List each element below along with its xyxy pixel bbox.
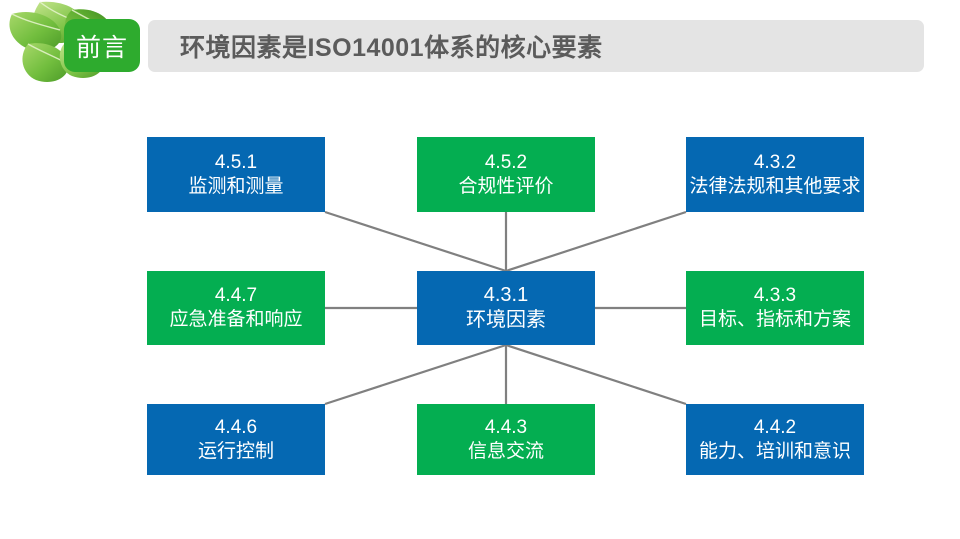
node-label: 目标、指标和方案: [698, 309, 851, 330]
connector-bottom-left: [324, 343, 507, 406]
node-center[interactable]: 4.3.1 环境因素: [417, 271, 595, 345]
node-number: 4.4.7: [214, 285, 258, 307]
node-number: 4.5.1: [214, 151, 258, 173]
node-middle-left[interactable]: 4.4.7 应急准备和响应: [147, 271, 325, 345]
connector-bottom-right: [505, 343, 687, 406]
node-number: 4.5.2: [484, 151, 528, 173]
node-middle-right[interactable]: 4.3.3 目标、指标和方案: [686, 271, 864, 345]
node-top-right[interactable]: 4.3.2 法律法规和其他要求: [686, 137, 864, 212]
node-bottom-center[interactable]: 4.4.3 信息交流: [417, 404, 595, 475]
node-label: 法律法规和其他要求: [689, 175, 861, 197]
connector-top-right: [505, 210, 687, 273]
node-label: 环境因素: [466, 309, 546, 331]
node-number: 4.3.3: [753, 285, 797, 307]
connector-top-left: [324, 210, 507, 273]
node-label: 合规性评价: [458, 175, 554, 197]
node-label: 应急准备和响应: [169, 309, 303, 330]
node-number: 4.4.2: [753, 416, 797, 438]
node-number: 4.4.3: [484, 416, 528, 438]
node-label: 监测和测量: [188, 175, 284, 197]
section-badge: 前言: [64, 19, 140, 72]
node-bottom-left[interactable]: 4.4.6 运行控制: [147, 404, 325, 475]
node-number: 4.3.1: [483, 283, 529, 306]
title-bar: 环境因素是ISO14001体系的核心要素: [148, 20, 924, 72]
node-number: 4.4.6: [214, 416, 258, 438]
node-bottom-right[interactable]: 4.4.2 能力、培训和意识: [686, 404, 864, 475]
node-number: 4.3.2: [753, 151, 797, 173]
node-label: 运行控制: [197, 440, 274, 462]
node-label: 信息交流: [467, 440, 544, 462]
node-top-center[interactable]: 4.5.2 合规性评价: [417, 137, 595, 212]
section-badge-label: 前言: [75, 33, 128, 62]
page-title: 环境因素是ISO14001体系的核心要素: [180, 34, 603, 62]
node-label: 能力、培训和意识: [698, 440, 851, 462]
node-top-left[interactable]: 4.5.1 监测和测量: [147, 137, 325, 212]
